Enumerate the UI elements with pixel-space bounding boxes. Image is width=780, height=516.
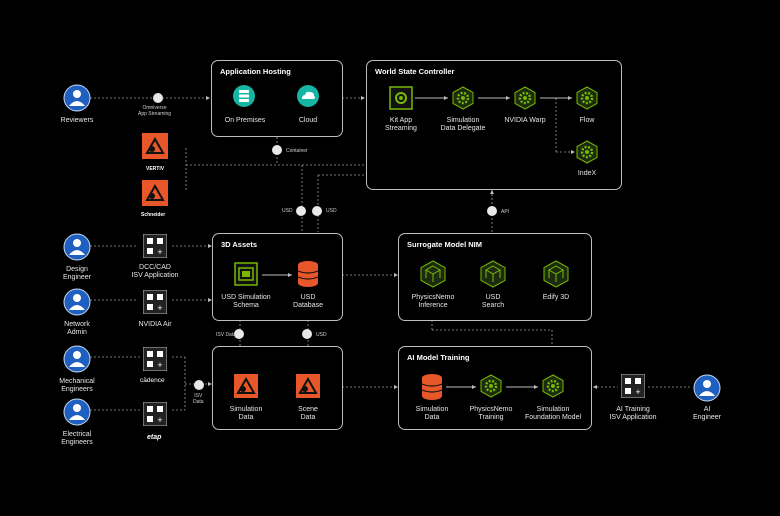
app-grid-icon: +	[621, 374, 645, 398]
application-hosting-title: Application Hosting	[220, 67, 291, 76]
sim-delegate-label: Simulation Data Delegate	[440, 117, 486, 132]
design-engineer-label: Design Engineer	[62, 266, 92, 281]
app-grid-icon: +	[143, 234, 167, 258]
nvidia-warp-label: NVIDIA Warp	[504, 117, 546, 124]
isv-data-left-label: ISV Data	[193, 393, 204, 405]
gear-icon	[576, 86, 598, 110]
usd-icon	[302, 329, 312, 339]
world-state-controller-title: World State Controller	[375, 67, 455, 76]
app-grid-icon: +	[143, 290, 167, 314]
schema-icon	[234, 262, 258, 286]
svg-text:+: +	[157, 303, 162, 313]
ai-model-training-box: AI Model Training	[398, 346, 592, 430]
edify-label: Edify 3D	[542, 294, 570, 301]
etap-logo: etap	[147, 434, 162, 441]
data-box	[212, 346, 343, 430]
3d-assets-box: 3D Assets	[212, 233, 343, 321]
svg-text:+: +	[635, 387, 640, 397]
surrogate-model-title: Surrogate Model NIM	[407, 240, 483, 249]
ai-training-app-label: AI Training ISV Application	[609, 406, 657, 421]
svg-text:+: +	[157, 415, 162, 425]
database-icon	[297, 261, 319, 287]
usd-left-label: USD	[282, 208, 293, 214]
indexx-label: IndeX	[577, 170, 597, 177]
vertiv-logo: VERTIV	[146, 166, 165, 172]
ai-model-training-title: AI Model Training	[407, 353, 470, 362]
person-icon	[63, 288, 91, 316]
usd-mid-label: USD	[316, 332, 327, 338]
gear-icon	[514, 86, 536, 110]
person-icon	[63, 233, 91, 261]
orange-app-icon	[142, 133, 168, 159]
cadence-logo: cādence	[140, 377, 165, 384]
database-icon	[421, 374, 443, 400]
orange-app-icon	[296, 374, 320, 398]
gear-icon	[542, 374, 564, 398]
kit-app-label: Kit App Streaming	[385, 117, 417, 132]
app-grid-icon: +	[143, 347, 167, 371]
app-grid-icon: +	[143, 402, 167, 426]
container-label: Container	[286, 148, 308, 154]
person-icon	[63, 398, 91, 426]
physicsnemo-inference-label: PhysicsNemo Inference	[411, 294, 455, 309]
person-icon	[693, 374, 721, 402]
kit-app-icon	[389, 86, 413, 110]
cloud-icon	[297, 85, 319, 107]
isv-data-top-label: ISV Data	[216, 332, 237, 338]
streaming-icon	[153, 93, 163, 103]
server-icon	[233, 85, 255, 107]
network-admin-label: Network Admin	[64, 321, 90, 336]
nvidia-air-label: NVIDIA Air	[138, 321, 172, 328]
usd-icon	[312, 206, 322, 216]
cube-icon	[543, 260, 569, 288]
reviewers-label: Reviewers	[60, 117, 94, 124]
sim-data-1-label: Simulation Data	[229, 406, 263, 421]
svg-text:+: +	[157, 247, 162, 257]
api-icon	[487, 206, 497, 216]
gear-icon	[452, 86, 474, 110]
usd-database-label: USD Database	[293, 294, 323, 309]
gear-icon	[576, 140, 598, 164]
usd-search-label: USD Search	[481, 294, 505, 309]
scene-data-label: Scene Data	[298, 406, 318, 421]
surrogate-model-box: Surrogate Model NIM	[398, 233, 592, 321]
omniverse-label: Omniverse App Streaming	[138, 105, 172, 117]
sim-data-2-label: Simulation Data	[415, 406, 449, 421]
api-label: API	[501, 209, 510, 215]
world-state-controller-box: World State Controller	[366, 60, 622, 190]
orange-app-icon	[234, 374, 258, 398]
mechanical-engineers-label: Mechanical Engineers	[59, 378, 95, 393]
usd-right-label: USD	[326, 208, 337, 214]
usd-schema-label: USD Simulation Schema	[221, 294, 271, 309]
flow-label: Flow	[579, 117, 595, 124]
isv-data-icon	[194, 380, 204, 390]
container-icon	[272, 145, 282, 155]
usd-icon	[296, 206, 306, 216]
person-icon	[63, 345, 91, 373]
ai-engineer-label: AI Engineer	[692, 406, 722, 421]
dcc-cad-label: DCC/CAD ISV Application	[131, 264, 179, 279]
sim-foundation-label: Simulation Foundation Model	[524, 406, 582, 421]
person-icon	[63, 84, 91, 112]
application-hosting-box: Application Hosting	[211, 60, 343, 137]
isv-data-icon	[234, 329, 244, 339]
svg-text:+: +	[157, 360, 162, 370]
cloud-label: Cloud	[298, 117, 318, 124]
orange-app-icon	[142, 180, 168, 206]
cube-icon	[420, 260, 446, 288]
electrical-engineers-label: Electrical Engineers	[61, 431, 93, 446]
3d-assets-title: 3D Assets	[221, 240, 257, 249]
on-premises-label: On Premises	[224, 117, 266, 124]
cube-icon	[480, 260, 506, 288]
gear-icon	[480, 374, 502, 398]
physicsnemo-training-label: PhysicsNemo Training	[469, 406, 513, 421]
schneider-logo: Schneider	[141, 212, 166, 218]
